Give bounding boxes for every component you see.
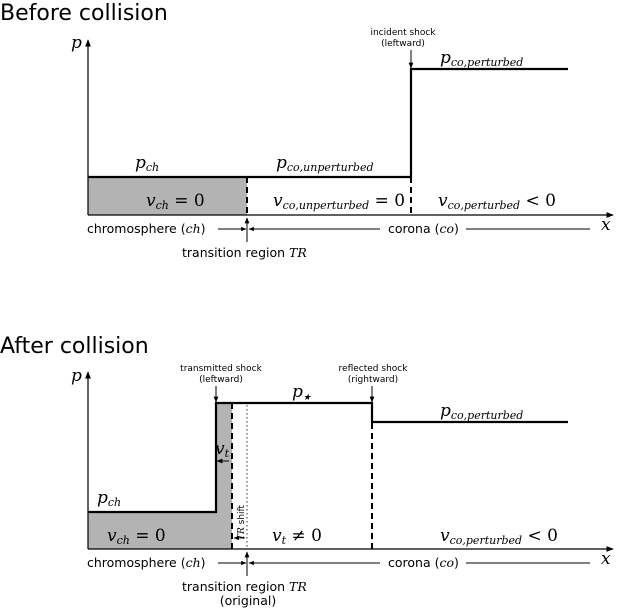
before-p-ch-label: pch	[135, 153, 159, 174]
after-p-axis-label: p	[71, 366, 82, 386]
before-incident-shock-direction: (leftward)	[381, 39, 425, 49]
before-v-ch-label: vch = 0	[146, 191, 205, 212]
after-p-ch-label: pch	[97, 488, 121, 509]
before-v-co-perturbed-label: vco,perturbed < 0	[438, 191, 556, 212]
before-chromosphere-region	[88, 177, 247, 215]
before-incident-shock-label: incident shock	[370, 28, 436, 38]
after-chromosphere-label: chromosphere (ch)	[87, 555, 206, 570]
after-x-axis-label: x	[601, 549, 611, 569]
before-title: Before collision	[0, 1, 168, 26]
before-p-co-perturbed-label: pco,perturbed	[440, 48, 523, 69]
after-p-star-label: p★	[292, 382, 312, 403]
before-p-axis-label: p	[71, 33, 82, 53]
before-pressure-profile	[88, 67, 568, 179]
before-x-axis-label: x	[601, 215, 611, 235]
after-corona-label: corona (co)	[388, 555, 459, 570]
after-original-label: (original)	[220, 593, 276, 608]
after-p-co-perturbed-label: pco,perturbed	[440, 401, 523, 422]
after-v-t-label: vt ≠ 0	[272, 526, 322, 547]
before-transition-region-label: transition region TR	[182, 245, 307, 260]
after-reflected-shock-label: reflected shock	[339, 364, 409, 374]
after-panel: After collision p x transmitted shock (l…	[0, 334, 614, 608]
after-v-co-perturbed-label: vco,perturbed < 0	[440, 526, 558, 547]
before-corona-label: corona (co)	[388, 221, 459, 236]
before-v-co-unperturbed-label: vco,unperturbed = 0	[273, 191, 405, 212]
before-p-co-unperturbed-label: pco,unperturbed	[276, 153, 374, 174]
after-transmitted-shock-direction: (leftward)	[199, 375, 243, 385]
after-title: After collision	[0, 334, 149, 359]
after-vt-arrow-label: vt	[215, 439, 230, 460]
after-transition-region-label: transition region TR	[182, 579, 307, 594]
after-pressure-profile	[88, 401, 568, 514]
before-chromosphere-label: chromosphere (ch)	[87, 221, 206, 236]
after-transmitted-shock-label: transmitted shock	[180, 364, 262, 374]
after-tr-shift-label: TR shift	[237, 504, 247, 540]
after-v-ch-label: vch = 0	[107, 526, 166, 547]
after-reflected-shock-direction: (rightward)	[348, 375, 398, 385]
before-panel: Before collision p x incident shock (lef…	[0, 1, 614, 260]
